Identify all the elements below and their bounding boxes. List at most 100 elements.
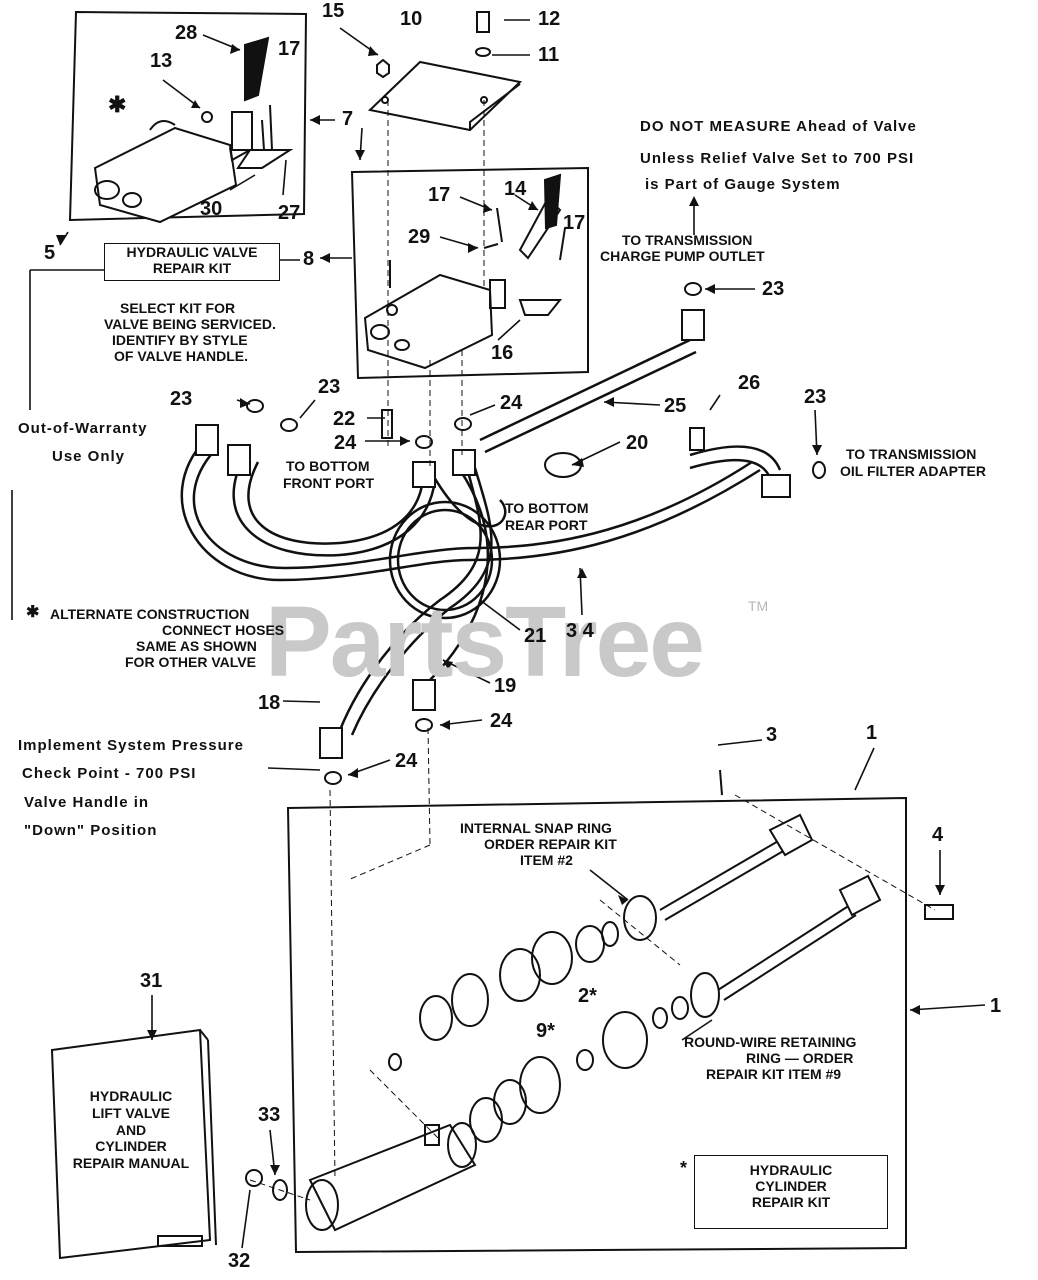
- note-oil-filter-1: TO TRANSMISSION: [846, 446, 977, 462]
- callout-24-c: 24: [490, 710, 513, 732]
- callout-24-a: 24: [334, 432, 357, 454]
- note-implement-1: Implement System Pressure: [18, 737, 244, 754]
- alternate-asterisk: ✱: [26, 604, 40, 621]
- note-alternate-1: ALTERNATE CONSTRUCTION: [50, 606, 250, 622]
- note-select-kit-4: OF VALVE HANDLE.: [114, 348, 249, 364]
- valve-kit-line-2: REPAIR KIT: [152, 260, 232, 277]
- manual-line-4: CYLINDER: [95, 1138, 167, 1155]
- note-charge-pump-2: CHARGE PUMP OUTLET: [600, 248, 765, 264]
- note-select-kit-2: VALVE BEING SERVICED.: [104, 316, 276, 332]
- callout-25: 25: [664, 395, 687, 417]
- callout-16: 16: [491, 342, 514, 364]
- explode-lines: [249, 100, 936, 1201]
- asterisk-marker: ✱: [108, 92, 127, 117]
- hoses: [180, 338, 782, 736]
- note-alternate-3: SAME AS SHOWN: [136, 638, 257, 654]
- cylinder-kit-line-2: CYLINDER: [755, 1178, 827, 1195]
- note-implement-3: Valve Handle in: [24, 794, 150, 811]
- callout-11: 11: [538, 44, 560, 66]
- callout-26: 26: [738, 372, 761, 394]
- callout-31: 31: [140, 970, 163, 992]
- bracket: [367, 11, 523, 132]
- note-snap-ring-3: ITEM #2: [520, 852, 573, 868]
- callout-23-left: 23: [170, 388, 193, 410]
- repair-manual-cover: HYDRAULIC LIFT VALVE AND CYLINDER REPAIR…: [58, 1088, 204, 1172]
- note-alternate-2: CONNECT HOSES: [162, 622, 285, 638]
- note-do-not-measure-3: is Part of Gauge System: [645, 176, 841, 193]
- callout-7: 7: [342, 108, 354, 130]
- note-snap-ring-1: INTERNAL SNAP RING: [460, 820, 612, 836]
- note-bottom-rear-1: TO BOTTOM: [505, 500, 589, 516]
- note-round-wire-3: REPAIR KIT ITEM #9: [706, 1066, 842, 1082]
- note-implement-4: "Down" Position: [24, 822, 158, 839]
- callout-28: 28: [175, 22, 198, 44]
- watermark: PartsTree: [265, 586, 705, 698]
- callout-5: 5: [44, 242, 56, 264]
- manual-line-2: LIFT VALVE: [91, 1104, 171, 1121]
- callout-12: 12: [538, 8, 561, 30]
- callout-29: 29: [408, 226, 431, 248]
- callout-23-right: 23: [804, 386, 827, 408]
- callout-17-alt: 17: [278, 38, 301, 60]
- callout-15: 15: [322, 0, 345, 22]
- note-select-kit-3: IDENTIFY BY STYLE: [112, 332, 248, 348]
- manual-line-1: HYDRAULIC: [89, 1088, 173, 1104]
- note-round-wire-2: RING — ORDER: [746, 1050, 854, 1066]
- callout-1-top: 1: [866, 722, 878, 744]
- callout-10: 10: [400, 8, 423, 30]
- note-bottom-front-1: TO BOTTOM: [286, 458, 370, 474]
- callout-17-right: 17: [563, 212, 586, 234]
- alternate-valve-frame: [68, 10, 308, 222]
- manual-line-5: REPAIR MANUAL: [72, 1155, 190, 1172]
- callout-24-d: 24: [395, 750, 418, 772]
- cylinder-kit-line-3: REPAIR KIT: [751, 1194, 831, 1211]
- fittings: [195, 309, 791, 759]
- note-round-wire-1: ROUND-WIRE RETAINING: [684, 1034, 857, 1050]
- callout-22: 22: [333, 408, 356, 430]
- alternate-valve-body: [93, 36, 294, 224]
- manual-line-3: AND: [115, 1121, 147, 1138]
- valve-frame: [350, 166, 589, 380]
- callout-13: 13: [150, 50, 173, 72]
- note-select-kit-1: SELECT KIT FOR: [120, 300, 236, 316]
- callout-19: 19: [494, 675, 517, 697]
- callout-3: 3: [766, 724, 778, 746]
- callout-18: 18: [258, 692, 281, 714]
- callout-17: 17: [428, 184, 451, 206]
- callout-8: 8: [303, 248, 315, 270]
- valve-kit-line-1: HYDRAULIC VALVE: [126, 244, 258, 260]
- note-charge-pump-1: TO TRANSMISSION: [622, 232, 753, 248]
- arrowheads: [56, 44, 945, 1175]
- note-implement-2: Check Point - 700 PSI: [22, 765, 197, 782]
- trademark: TM: [748, 598, 769, 614]
- valve-body: [363, 173, 566, 370]
- callout-9: 9*: [536, 1020, 555, 1042]
- cylinder-repair-kit-box: HYDRAULIC CYLINDER REPAIR KIT: [694, 1155, 888, 1229]
- note-warranty-1: Out-of-Warranty: [18, 420, 148, 437]
- note-bottom-rear-2: REAR PORT: [505, 517, 588, 533]
- callout-23-top: 23: [762, 278, 785, 300]
- callout-34: 3 4: [566, 620, 594, 642]
- o-rings: [246, 282, 826, 785]
- callout-32: 32: [228, 1250, 251, 1272]
- note-oil-filter-2: OIL FILTER ADAPTER: [840, 463, 986, 479]
- callout-23-mid: 23: [318, 376, 341, 398]
- note-bottom-front-2: FRONT PORT: [283, 475, 374, 491]
- callout-2: 2*: [578, 985, 597, 1007]
- callout-30: 30: [200, 198, 223, 220]
- cylinder-frame: [286, 796, 907, 1254]
- note-do-not-measure-2: Unless Relief Valve Set to 700 PSI: [640, 150, 915, 167]
- note-warranty-2: Use Only: [52, 448, 126, 465]
- callout-1-right: 1: [990, 995, 1002, 1017]
- note-alternate-4: FOR OTHER VALVE: [125, 654, 256, 670]
- callout-24-b: 24: [500, 392, 523, 414]
- asterisk-marker-kit: *: [680, 1158, 688, 1178]
- callout-14: 14: [504, 178, 527, 200]
- note-snap-ring-2: ORDER REPAIR KIT: [484, 836, 617, 852]
- callout-33: 33: [258, 1104, 281, 1126]
- note-do-not-measure-1: DO NOT MEASURE Ahead of Valve: [640, 118, 917, 135]
- valve-repair-kit-box: HYDRAULIC VALVE REPAIR KIT: [104, 243, 280, 281]
- callout-21: 21: [524, 625, 547, 647]
- callout-4: 4: [932, 824, 944, 846]
